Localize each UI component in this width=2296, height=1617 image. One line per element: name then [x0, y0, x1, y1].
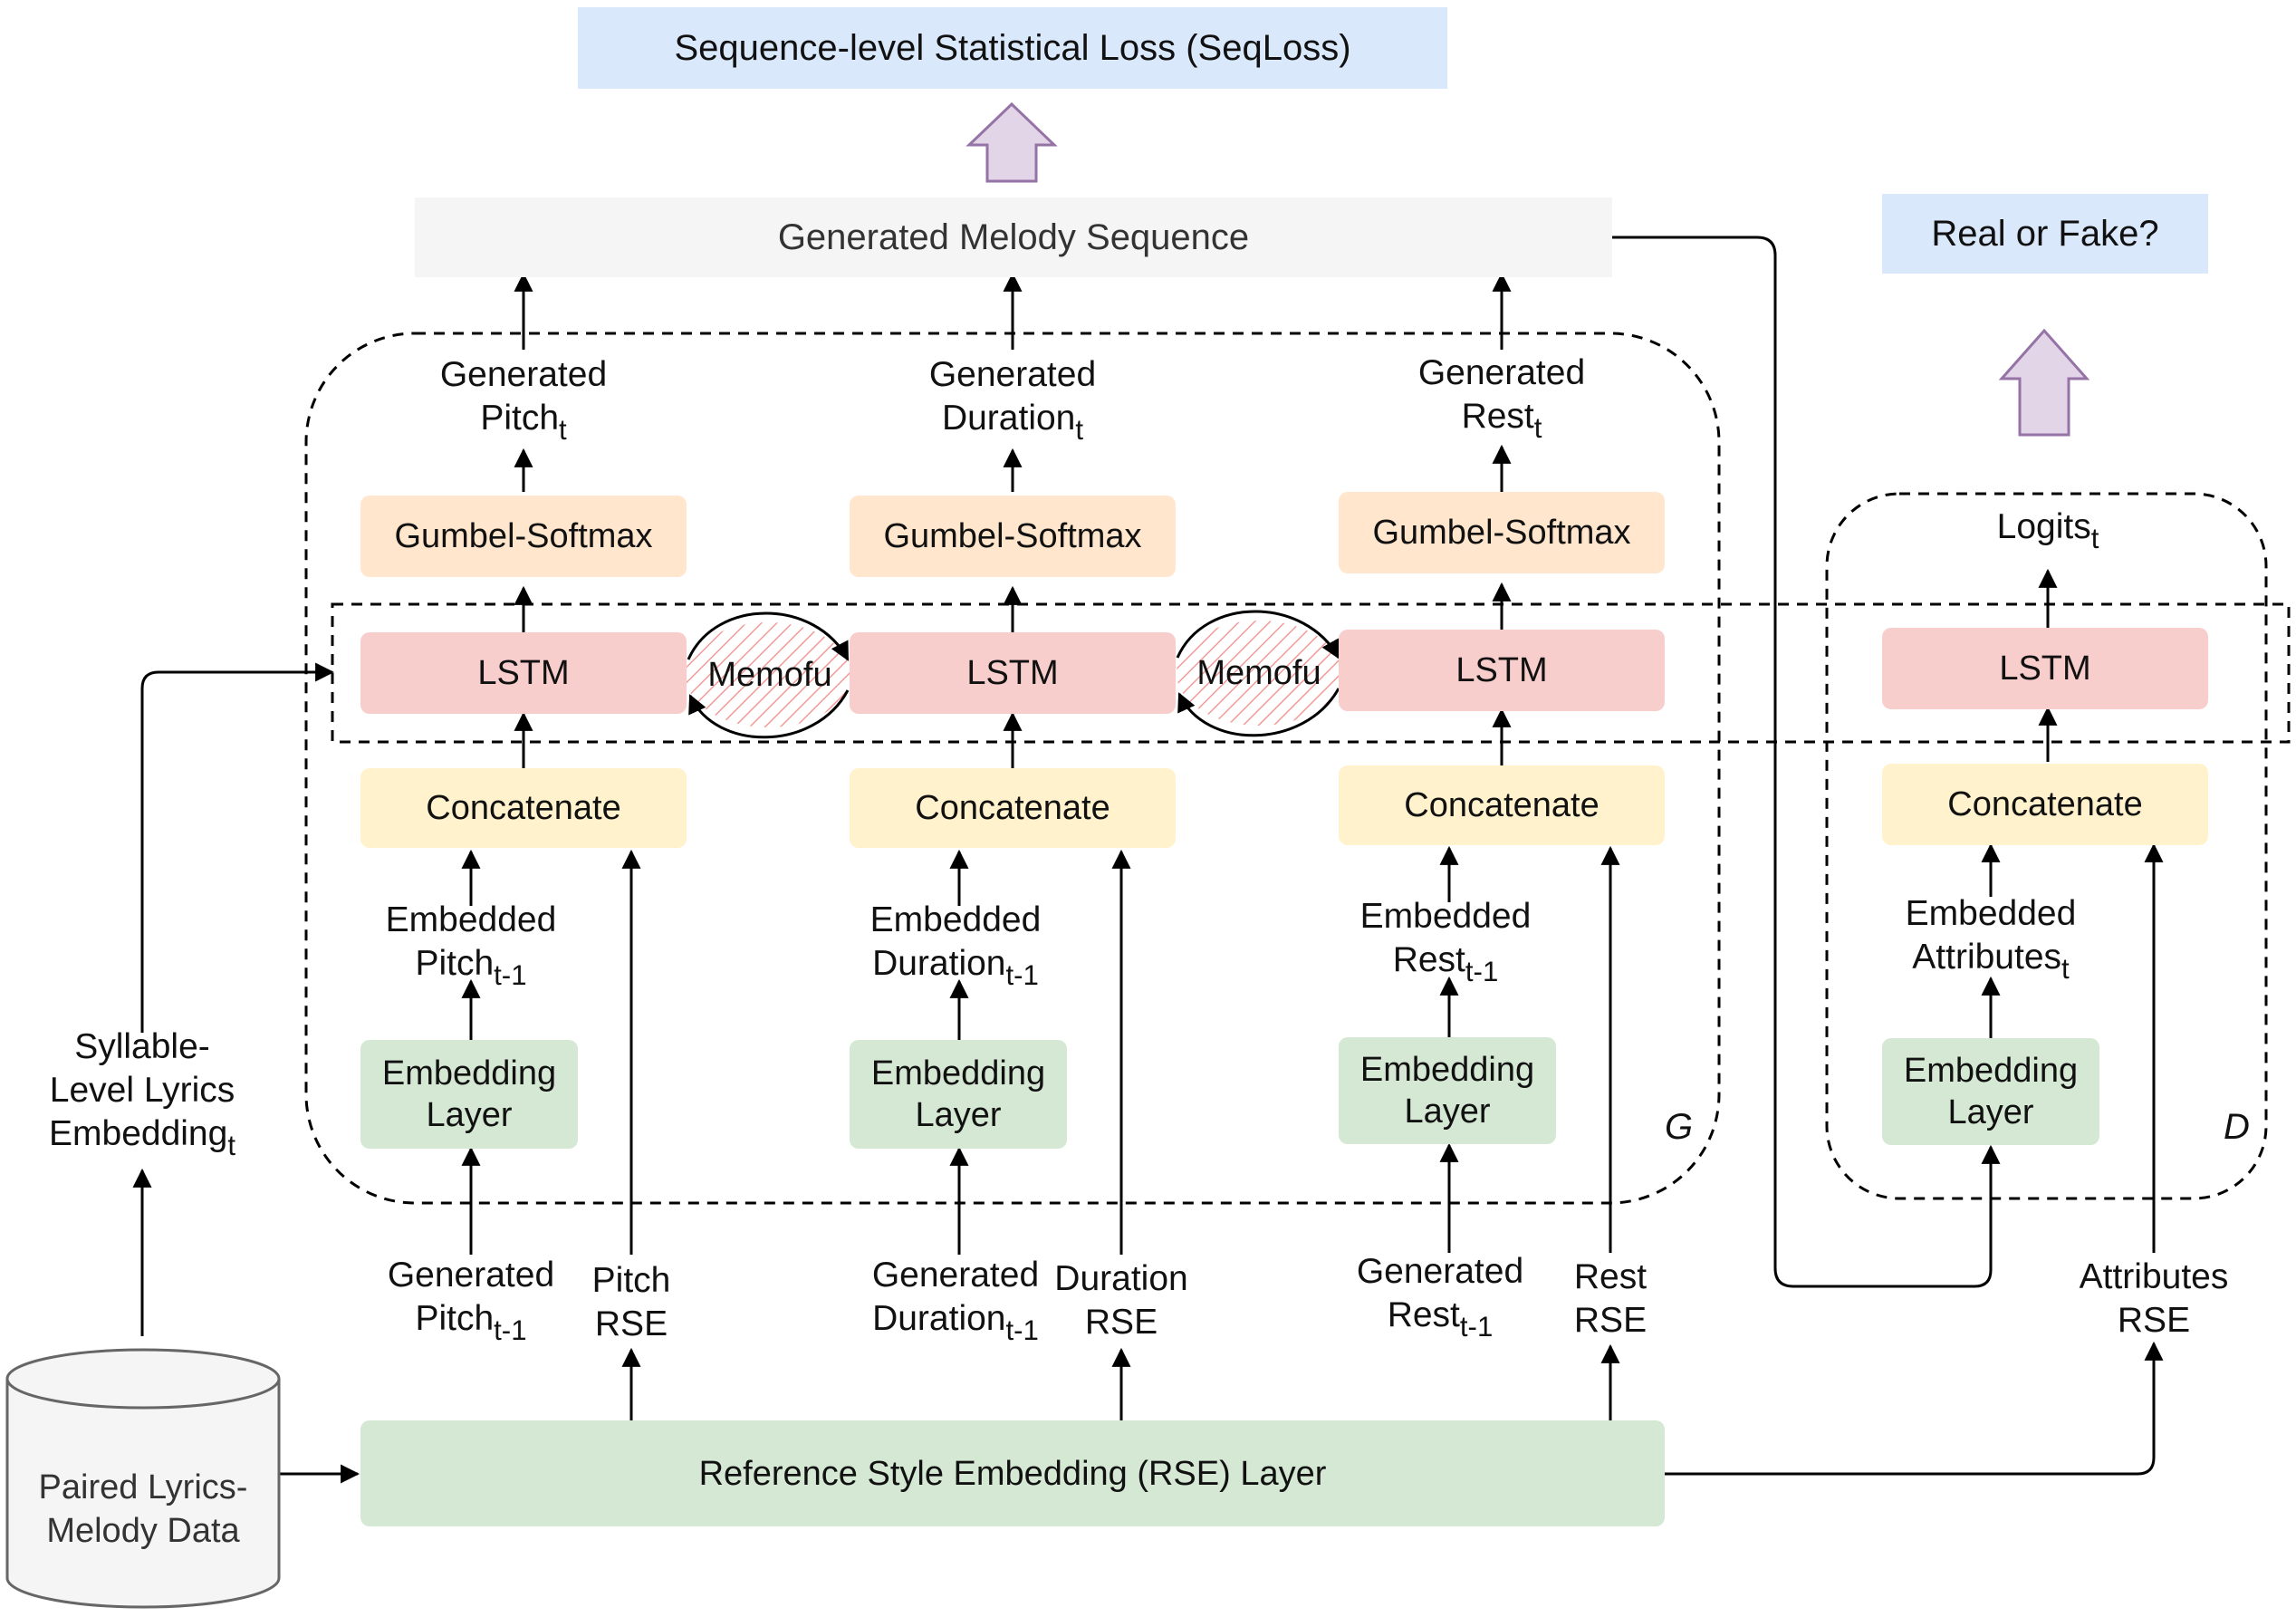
- embedding-layer-discriminator: Embedding Layer: [1882, 1038, 2099, 1145]
- memofu-ellipse-2: [1177, 621, 1341, 726]
- memofu-ellipse-1: [686, 622, 850, 727]
- gumbel-softmax-pitch: Gumbel-Softmax: [360, 496, 687, 577]
- database-label: Paired Lyrics- Melody Data: [38, 1468, 248, 1550]
- seqloss-label: Sequence-level Statistical Loss (SeqLoss…: [674, 28, 1351, 68]
- database-cylinder: [5, 1348, 281, 1609]
- embedding-layer-rest: Embedding Layer: [1339, 1037, 1556, 1144]
- generator-label: G: [1665, 1107, 1694, 1147]
- real-or-fake-box: Real or Fake?: [1882, 194, 2208, 274]
- lstm-rest: LSTM: [1339, 630, 1665, 711]
- memofu-label-1: Memofu: [707, 656, 832, 694]
- generated-pitch-input-label: Generated Pitcht-1: [387, 1256, 555, 1346]
- attributes-rse-label: Attributes RSE: [2079, 1257, 2229, 1340]
- rest-rse-label: Rest RSE: [1573, 1257, 1648, 1340]
- duration-rse-label: Duration RSE: [1054, 1259, 1188, 1342]
- lstm-pitch: LSTM: [360, 632, 687, 714]
- generated-duration-input-label: Generated Durationt-1: [871, 1256, 1040, 1346]
- memofu-label-2: Memofu: [1196, 654, 1321, 692]
- logits-output-label: Logitst: [1996, 507, 2099, 554]
- lstm-duration: LSTM: [850, 632, 1176, 714]
- concatenate-rest: Concatenate: [1339, 765, 1665, 845]
- embedded-duration-label: Embedded Durationt-1: [869, 900, 1042, 991]
- real-or-fake-up-arrow: [1998, 328, 2090, 437]
- gumbel-softmax-duration: Gumbel-Softmax: [850, 496, 1176, 577]
- generated-rest-output-label: Generated Restt: [1417, 353, 1586, 444]
- rse-layer-box: Reference Style Embedding (RSE) Layer: [360, 1420, 1665, 1526]
- embedding-layer-duration: Embedding Layer: [850, 1040, 1067, 1149]
- rse-layer-label: Reference Style Embedding (RSE) Layer: [698, 1454, 1327, 1493]
- gumbel-softmax-rest: Gumbel-Softmax: [1339, 492, 1665, 573]
- lstm-discriminator: LSTM: [1882, 628, 2208, 709]
- concatenate-discriminator: Concatenate: [1882, 764, 2208, 845]
- discriminator-label: D: [2224, 1107, 2250, 1147]
- embedded-rest-label: Embedded Restt-1: [1359, 897, 1532, 987]
- embedded-pitch-label: Embedded Pitcht-1: [385, 900, 557, 991]
- concatenate-pitch: Concatenate: [360, 768, 687, 848]
- generated-pitch-output-label: Generated Pitcht: [439, 355, 608, 446]
- embedding-layer-pitch: Embedding Layer: [360, 1040, 578, 1149]
- lyrics-embedding-label: Syllable- Level Lyrics Embeddingt: [49, 1027, 235, 1161]
- pitch-rse-label: Pitch RSE: [591, 1261, 671, 1343]
- real-or-fake-label: Real or Fake?: [1931, 214, 2159, 254]
- generated-melody-sequence-label: Generated Melody Sequence: [777, 217, 1250, 257]
- generated-rest-input-label: Generated Restt-1: [1356, 1252, 1524, 1343]
- seqloss-up-arrow: [965, 101, 1058, 183]
- generated-duration-output-label: Generated Durationt: [928, 355, 1097, 446]
- embedded-attributes-label: Embedded Attributest: [1905, 894, 2077, 985]
- discriminator-region: [1825, 492, 2268, 1200]
- generated-melody-sequence-box: Generated Melody Sequence: [415, 197, 1612, 277]
- seqloss-box: Sequence-level Statistical Loss (SeqLoss…: [578, 7, 1447, 89]
- concatenate-duration: Concatenate: [850, 768, 1176, 848]
